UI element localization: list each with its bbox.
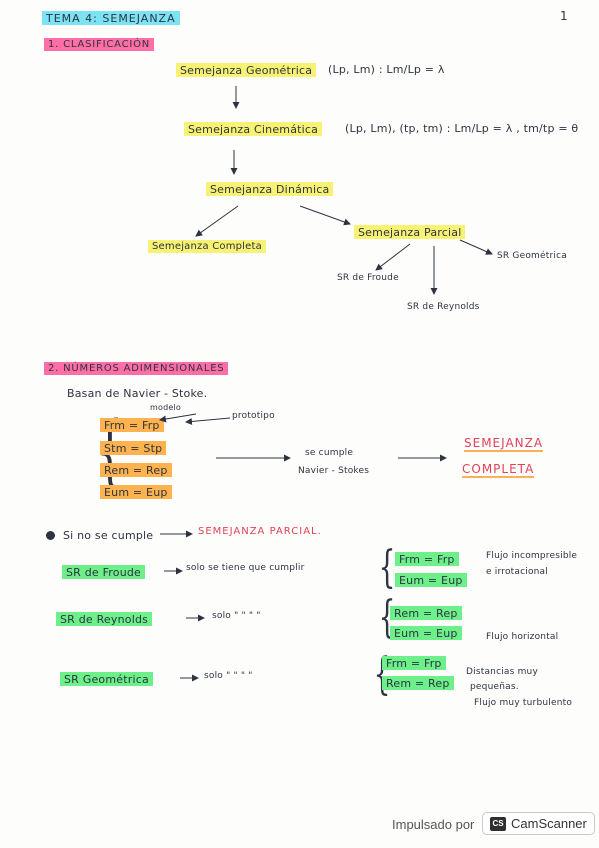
reynolds-text: solo " " " " [212, 611, 261, 621]
section1-heading: 1. CLASIFICACIÓN [44, 38, 155, 51]
brace-froude: { [378, 542, 396, 593]
eq-euler: Eum = Eup [100, 485, 172, 499]
arrow-modelo [159, 413, 197, 423]
completa-label: Semejanza Completa [148, 240, 266, 253]
froude-label: SR de Froude [62, 565, 146, 579]
froude-eq-2: Eum = Eup [395, 573, 467, 587]
reynolds-note-1: Flujo horizontal [486, 632, 559, 642]
arrow-prototipo [185, 417, 231, 425]
cumple-text-2: Navier - Stokes [298, 466, 370, 476]
parcial-label: Semejanza Parcial [354, 225, 466, 239]
camscanner-name: CamScanner [511, 816, 587, 831]
dinamica-label: Semejanza Dinámica [206, 182, 334, 196]
geometrica-eq-1: Frm = Frp [382, 656, 446, 670]
page-title: TEMA 4: SEMEJANZA [42, 11, 180, 25]
cinematica-formula: (Lp, Lm), (tp, tm) : Lm/Lp = λ , tm/tp =… [345, 122, 579, 135]
eq-reynolds: Rem = Rep [100, 463, 172, 477]
bullet-result: SEMEJANZA PARCIAL. [198, 526, 322, 537]
reynolds-eq-1: Rem = Rep [390, 606, 462, 620]
eq-froude: Frm = Frp [100, 418, 164, 432]
cinematica-label: Semejanza Cinemática [184, 122, 323, 136]
geometrica-note-1: Distancias muy [466, 667, 538, 677]
camscanner-logo-icon: CS [490, 816, 506, 831]
sub-reynolds: SR de Reynolds [407, 302, 480, 312]
arrow-din-to-completa [195, 205, 239, 237]
arrow-din-to-parcial [299, 205, 351, 226]
geometrica-row-label: SR Geométrica [60, 672, 153, 686]
geometrica-row-text: solo " " " " [204, 671, 253, 681]
geometrica-note-3: Flujo muy turbulento [474, 698, 573, 708]
powered-by-label: Impulsado por [392, 817, 475, 832]
page-number: 1 [560, 9, 568, 23]
label-modelo: modelo [150, 403, 182, 412]
section2-heading: 2. NÚMEROS ADIMENSIONALES [44, 362, 229, 375]
geometrica-note-2: pequeñas. [470, 682, 519, 692]
cumple-text-1: se cumple [305, 448, 354, 458]
arrow-parcial-to-froude [375, 243, 411, 271]
geometrica-formula: (Lp, Lm) : Lm/Lp = λ [328, 63, 445, 76]
froude-note-1: Flujo incompresible [486, 551, 578, 561]
bullet-icon [46, 531, 55, 540]
result-semejanza: SEMEJANZA [464, 436, 544, 452]
camscanner-badge: CS CamScanner [482, 812, 595, 835]
froude-text: solo se tiene que cumplir [186, 563, 305, 573]
froude-eq-1: Frm = Frp [395, 552, 459, 566]
label-prototipo: prototipo [232, 411, 275, 421]
froude-note-2: e irrotacional [486, 567, 548, 577]
geometrica-eq-2: Rem = Rep [382, 676, 454, 690]
reynolds-label: SR de Reynolds [56, 612, 153, 626]
sub-froude: SR de Froude [337, 273, 399, 283]
result-completa: COMPLETA [462, 462, 535, 478]
arrow-parcial-to-geometrica [459, 239, 493, 255]
sub-geometrica: SR Geométrica [497, 251, 567, 261]
section2-intro: Basan de Navier - Stoke. [67, 387, 208, 400]
bullet-text: Si no se cumple [63, 529, 154, 542]
geometrica-label: Semejanza Geométrica [176, 63, 317, 77]
eq-strouhal: Stm = Stp [100, 441, 167, 455]
reynolds-eq-2: Eum = Eup [390, 626, 462, 640]
